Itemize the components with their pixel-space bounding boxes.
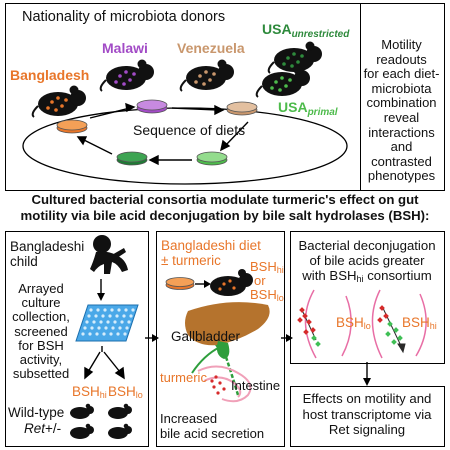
diet-dish-tan-icon	[226, 101, 258, 116]
readout-line: interactions	[368, 124, 435, 140]
culture-text: Arrayed culture collection, screened for…	[8, 281, 74, 382]
diet-dish-purple-icon	[136, 99, 168, 114]
readout-line: combination	[366, 95, 437, 111]
right-bsh-hi-label: BSHhi	[402, 315, 437, 331]
baby-icon	[90, 235, 128, 274]
readout-line: Motility	[381, 37, 422, 52]
mouse-malawi-icon	[99, 59, 154, 92]
middle-mouse-icon	[210, 269, 253, 296]
right-panel-top	[290, 231, 445, 364]
right-panel-bottom	[290, 386, 445, 447]
mouse-usa-primal-icon	[255, 65, 310, 98]
culture-line: screened	[14, 323, 68, 339]
mouse-venezuela-icon	[179, 59, 234, 92]
intestine-icon	[197, 365, 252, 403]
donor-usa-unrestricted-label: USAunrestricted	[262, 21, 350, 40]
mouse-strain-line: Ret+/-	[24, 421, 62, 436]
readout-line: readouts	[376, 51, 427, 67]
mice-group-icon	[70, 403, 132, 439]
diet-sequence-cycle	[22, 99, 348, 185]
effects-line: Ret signaling	[328, 422, 406, 437]
readout-line: phenotypes	[367, 168, 436, 184]
diet-label-line: Bangladeshi diet	[161, 238, 261, 253]
well-plate-icon	[75, 304, 139, 342]
culture-line: for BSH	[18, 337, 64, 353]
deconjugation-line: Bacterial deconjugation	[298, 238, 436, 253]
deconjugation-line: of bile acids greater	[309, 253, 425, 268]
readout-line: and	[390, 139, 413, 155]
effects-line: Effects on motility and	[302, 391, 432, 406]
left-bsh-lo-label: BSHlo	[108, 384, 143, 400]
culture-line: Arrayed	[18, 281, 64, 296]
gallbladder-label: Gallbladder	[171, 329, 241, 344]
middle-bsh-hi-label: BSHhi	[250, 259, 284, 275]
mouse-usa-unrestricted-icon	[267, 41, 322, 74]
dish-to-mouse-arrow-icon	[195, 280, 211, 288]
child-label-line: Bangladeshi	[10, 239, 85, 254]
effects-text: Effects on motility and host transcripto…	[292, 391, 442, 438]
readout-line: microbiota	[371, 80, 432, 96]
culture-line: subsetted	[12, 366, 70, 382]
donor-usa-primal-label: USAprimal	[278, 99, 338, 118]
diet-label: Bangladeshi diet ± turmeric	[161, 238, 261, 268]
down-arrow-icon	[97, 279, 105, 301]
mouse-bangladesh-icon	[31, 85, 86, 118]
effects-line: host transcriptome via	[302, 406, 432, 422]
liver-icon	[185, 302, 270, 346]
deconjugation-line: with BSHhi consortium	[302, 268, 432, 284]
right-bsh-lo-label: BSHlo	[336, 315, 371, 331]
mouse-strain-label: Wild-type Ret+/-	[8, 405, 64, 437]
headline-line-2: motility via bile acid deconjugation by …	[20, 208, 430, 223]
culture-line: collection,	[12, 309, 70, 325]
donors-title: Nationality of microbiota donors	[22, 9, 226, 25]
child-label-line: child	[10, 254, 38, 269]
mouse-strain-line: Wild-type	[8, 405, 65, 420]
culture-line: culture	[21, 295, 61, 311]
diet-dish-icon	[165, 277, 195, 290]
secretion-line: Increased	[160, 411, 218, 426]
donor-bangladesh-label: Bangladesh	[10, 67, 90, 83]
anatomy-illustration	[185, 302, 270, 403]
secretion-line: bile acid secretion	[160, 425, 265, 441]
middle-bsh-lo-label: BSHlo	[250, 287, 284, 303]
middle-or-label: or	[254, 273, 266, 288]
left-bsh-hi-label: BSHhi	[72, 384, 107, 400]
readouts-panel	[360, 3, 445, 191]
down-arrow-icon	[363, 362, 371, 386]
diet-sequence-label: Sequence of diets	[133, 122, 246, 138]
diet-dish-lightgreen-icon	[196, 151, 228, 166]
donor-venezuela-label: Venezuela	[177, 40, 245, 56]
culture-line: activity,	[19, 352, 63, 368]
diet-dish-orange-icon	[56, 119, 88, 134]
deconjugation-text: Bacterial deconjugation of bile acids gr…	[292, 238, 442, 287]
bsh-hi-bacteria-illustration	[371, 289, 427, 359]
readout-line: for each diet-	[363, 66, 440, 82]
split-arrows-icon	[84, 346, 125, 380]
bsh-lo-bacteria-illustration	[297, 289, 352, 359]
diet-label-line: ± turmeric	[161, 253, 221, 268]
turmeric-label: turmeric	[160, 370, 207, 385]
readout-line: contrasted	[371, 153, 432, 169]
right-arrow-icon	[281, 334, 293, 342]
readouts-text: Motility readouts for each diet- microbi…	[362, 37, 441, 184]
secretion-label: Increased bile acid secretion	[160, 411, 265, 441]
diet-dish-darkgreen-icon	[116, 151, 148, 166]
right-arrow-icon	[145, 334, 159, 342]
intestine-label: Intestine	[231, 378, 281, 393]
readout-line: reveal	[383, 109, 420, 125]
headline-line-1: Cultured bacterial consortia modulate tu…	[31, 192, 419, 207]
child-label: Bangladeshi child	[10, 239, 84, 269]
donor-malawi-label: Malawi	[102, 40, 148, 56]
